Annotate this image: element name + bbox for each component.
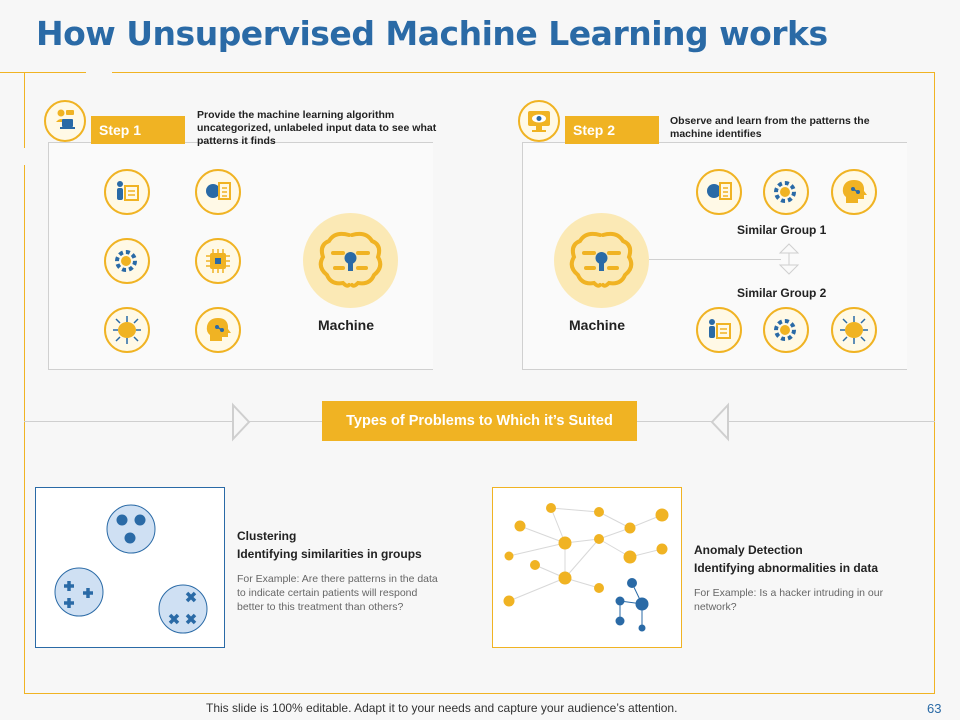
group2-label: Similar Group 2 — [737, 286, 827, 300]
group1-icon-gear-brain — [763, 169, 809, 215]
laptop-person-icon — [56, 109, 75, 129]
anomaly-example-text: For Example: Is a hacker intruding in ou… — [694, 587, 884, 613]
monitor-eye-icon — [528, 111, 550, 132]
page-number: 63 — [927, 701, 942, 716]
step2-description: Observe and learn from the patterns the … — [670, 115, 870, 140]
anomaly-subtitle: Identifying abnormalities in data — [694, 561, 879, 575]
group2-icon-presenter — [696, 307, 742, 353]
slide-title: How Unsupervised Machine Learning works — [36, 14, 828, 53]
input-icon-presenter — [104, 169, 150, 215]
machine-brain-icon — [569, 231, 634, 288]
group1-icon-head-network — [831, 169, 877, 215]
input-icon-gear-brain — [104, 238, 150, 284]
step1-header-icon-circle — [44, 100, 86, 142]
divider-line-left — [24, 421, 324, 422]
group2-icon-gear-brain — [763, 307, 809, 353]
frame-top-left-line — [0, 72, 86, 73]
brain-network-icon — [113, 316, 141, 344]
group1-label: Similar Group 1 — [737, 223, 827, 237]
chevron-left-icon — [710, 402, 729, 442]
step2-machine-label: Machine — [569, 317, 626, 333]
frame-left-line — [24, 72, 25, 148]
gear-brain-icon — [115, 250, 137, 272]
step1-badge: Step 1 — [91, 116, 185, 144]
input-icon-head-network — [195, 307, 241, 353]
input-icon-brain-network — [104, 307, 150, 353]
group1-icon-brain-book — [696, 169, 742, 215]
input-icon-chip — [195, 238, 241, 284]
presenter-data-icon — [709, 319, 731, 339]
brain-book-icon — [206, 182, 231, 200]
anomaly-image — [492, 487, 682, 648]
step2-machine-circle — [554, 213, 649, 308]
frame-top-line — [112, 72, 935, 73]
machine-connector-line — [649, 259, 781, 260]
chevron-right-icon — [232, 402, 251, 442]
head-network-icon — [206, 318, 231, 341]
head-network-icon — [842, 180, 867, 203]
step1-machine-circle — [303, 213, 398, 308]
input-icon-brain-book — [195, 169, 241, 215]
group2-icon-brain-network — [831, 307, 877, 353]
brain-network-icon — [840, 316, 868, 344]
chip-icon — [206, 249, 230, 273]
clustering-diagram — [54, 504, 208, 634]
frame-left-line-lower — [24, 165, 25, 693]
types-of-problems-banner: Types of Problems to Which it’s Suited — [322, 401, 637, 441]
brain-book-icon — [707, 182, 732, 200]
presenter-data-icon — [117, 181, 139, 201]
footer-note: This slide is 100% editable. Adapt it to… — [206, 701, 678, 715]
anomaly-network-diagram — [503, 503, 669, 632]
step2-badge: Step 2 — [565, 116, 659, 144]
gear-brain-icon — [774, 319, 796, 341]
step2-header-icon-circle — [518, 100, 560, 142]
divider-line-right — [636, 421, 935, 422]
frame-bottom-line — [24, 693, 935, 694]
gear-brain-icon — [774, 181, 796, 203]
clustering-title: Clustering — [237, 529, 297, 543]
step1-machine-label: Machine — [318, 317, 375, 333]
anomaly-title: Anomaly Detection — [694, 543, 803, 557]
clustering-example-text: For Example: Are there patterns in the d… — [237, 573, 438, 613]
clustering-subtitle: Identifying similarities in groups — [237, 547, 422, 561]
clustering-image — [35, 487, 225, 648]
split-arrow-icon — [778, 243, 800, 275]
machine-brain-icon — [318, 231, 383, 288]
frame-right-line — [934, 72, 935, 694]
step1-description: Provide the machine learning algorithm u… — [197, 109, 437, 147]
